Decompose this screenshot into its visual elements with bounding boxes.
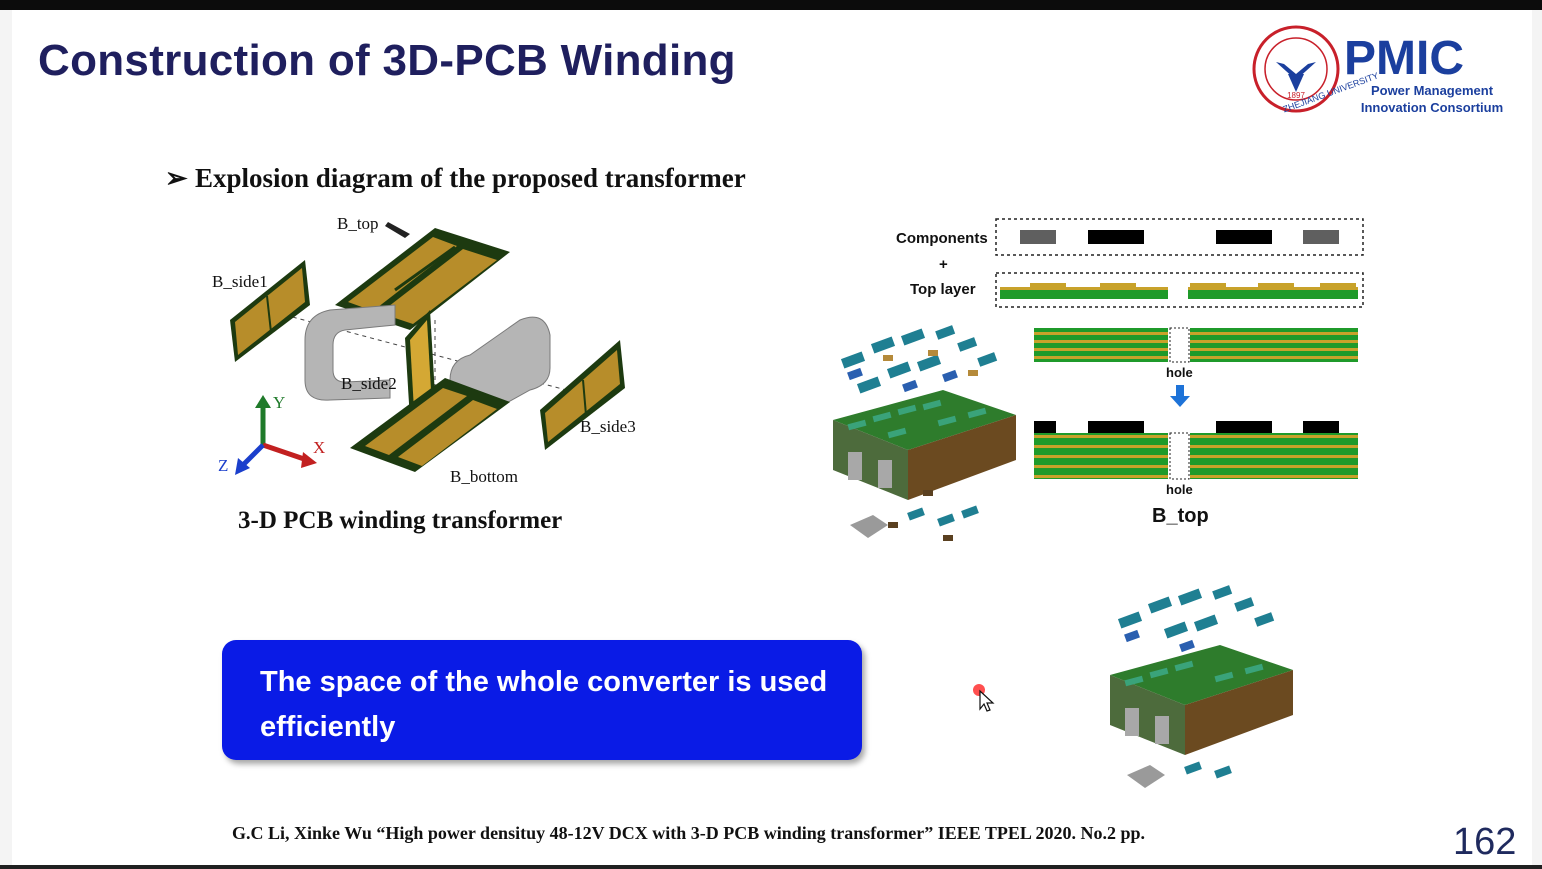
top-bar	[0, 0, 1542, 10]
label-hole-2: hole	[1166, 482, 1193, 497]
converter-render-graphic	[833, 325, 1016, 541]
layer-stack-diagram	[990, 215, 1370, 495]
reference-citation: G.C Li, Xinke Wu “High power densituy 48…	[232, 823, 1145, 843]
label-top-layer: Top layer	[910, 281, 976, 298]
axis-z-label: Z	[218, 456, 229, 475]
svg-text:PMIC: PMIC	[1344, 32, 1464, 85]
converter-render-assembled	[1105, 570, 1305, 800]
layer-stack-graphic	[995, 218, 1364, 480]
page-number: 162	[1453, 821, 1517, 863]
converter-render-assembled-graphic	[1110, 585, 1293, 788]
label-b-side2: B_side2	[341, 374, 397, 393]
callout-text: The space of the whole converter is used…	[260, 666, 828, 743]
svg-text:Power Management: Power Management	[1371, 83, 1494, 98]
logo: 1897 ZHEJIANG UNIVERSITY PMIC Power Mana…	[1252, 24, 1512, 116]
bullet-arrow-icon: ➢	[165, 163, 188, 193]
label-hole-1: hole	[1166, 365, 1193, 380]
label-plus: +	[939, 256, 948, 273]
axis-y-label: Y	[273, 393, 286, 412]
slide-title: Construction of 3D-PCB Winding	[38, 36, 736, 85]
caption-3d-pcb: 3-D PCB winding transformer	[238, 507, 563, 534]
mouse-cursor-icon	[972, 683, 996, 718]
bottom-bar	[0, 865, 1542, 869]
label-b-top: B_top	[337, 214, 379, 233]
bullet-item: ➢Explosion diagram of the proposed trans…	[165, 163, 746, 194]
logo-graphic: 1897 ZHEJIANG UNIVERSITY PMIC Power Mana…	[1252, 25, 1503, 115]
explosion-diagram-graphic	[230, 222, 625, 475]
label-b-side3: B_side3	[580, 417, 636, 436]
right-margin	[1532, 10, 1542, 865]
explosion-diagram	[205, 210, 655, 500]
label-b-bottom: B_bottom	[450, 467, 519, 486]
converter-render-exploded	[828, 310, 1028, 550]
svg-text:Innovation Consortium: Innovation Consortium	[1361, 100, 1503, 115]
svg-text:1897: 1897	[1287, 91, 1305, 100]
bullet-text: Explosion diagram of the proposed transf…	[195, 163, 746, 193]
axis-x-label: X	[313, 438, 326, 457]
label-components: Components	[896, 230, 988, 247]
label-b-top-diagram: B_top	[1152, 505, 1209, 527]
callout-box: The space of the whole converter is used…	[222, 640, 862, 760]
label-b-side1: B_side1	[212, 272, 268, 291]
left-margin	[0, 10, 12, 865]
